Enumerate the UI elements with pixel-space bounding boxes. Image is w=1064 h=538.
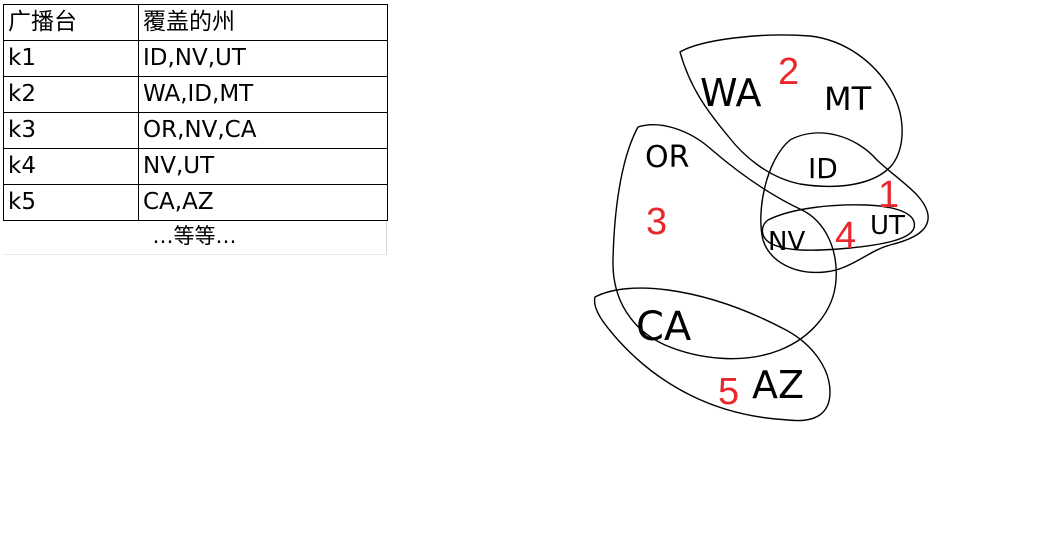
table-header-row: 广播台 覆盖的州 — [3, 4, 388, 41]
label-wa: WA — [700, 71, 762, 115]
station-table: 广播台 覆盖的州 k1 ID,NV,UT k2 WA,ID,MT k3 OR,N… — [3, 4, 388, 221]
states-cell: WA,ID,MT — [138, 76, 388, 113]
table-row: k4 NV,UT — [3, 148, 388, 185]
station-region-k4 — [761, 204, 915, 251]
label-id: ID — [808, 152, 838, 185]
station-region-k5 — [593, 287, 831, 422]
station-region-k3 — [612, 124, 837, 360]
station-cell: k1 — [3, 40, 139, 77]
table-footer-etc: …等等… — [3, 221, 387, 255]
station-cell: k5 — [3, 184, 139, 221]
table-row: k5 CA,AZ — [3, 184, 388, 221]
station-table-sheet: 广播台 覆盖的州 k1 ID,NV,UT k2 WA,ID,MT k3 OR,N… — [3, 4, 388, 255]
region-number-4: 4 — [835, 215, 856, 257]
header-states: 覆盖的州 — [138, 4, 388, 41]
region-number-2: 2 — [778, 51, 799, 93]
label-or: OR — [645, 140, 689, 175]
station-region-k1 — [760, 132, 929, 274]
region-number-1: 1 — [878, 174, 899, 216]
table-row: k2 WA,ID,MT — [3, 76, 388, 113]
region-number-3: 3 — [646, 201, 667, 243]
label-ut: UT — [870, 211, 905, 241]
station-region-k2 — [679, 34, 903, 188]
region-number-5: 5 — [718, 371, 739, 413]
header-station: 广播台 — [3, 4, 139, 41]
label-mt: MT — [824, 80, 872, 118]
label-az: AZ — [752, 363, 804, 407]
label-nv: NV — [768, 227, 805, 257]
states-cell: CA,AZ — [138, 184, 388, 221]
label-ca: CA — [636, 304, 692, 350]
states-cell: NV,UT — [138, 148, 388, 185]
